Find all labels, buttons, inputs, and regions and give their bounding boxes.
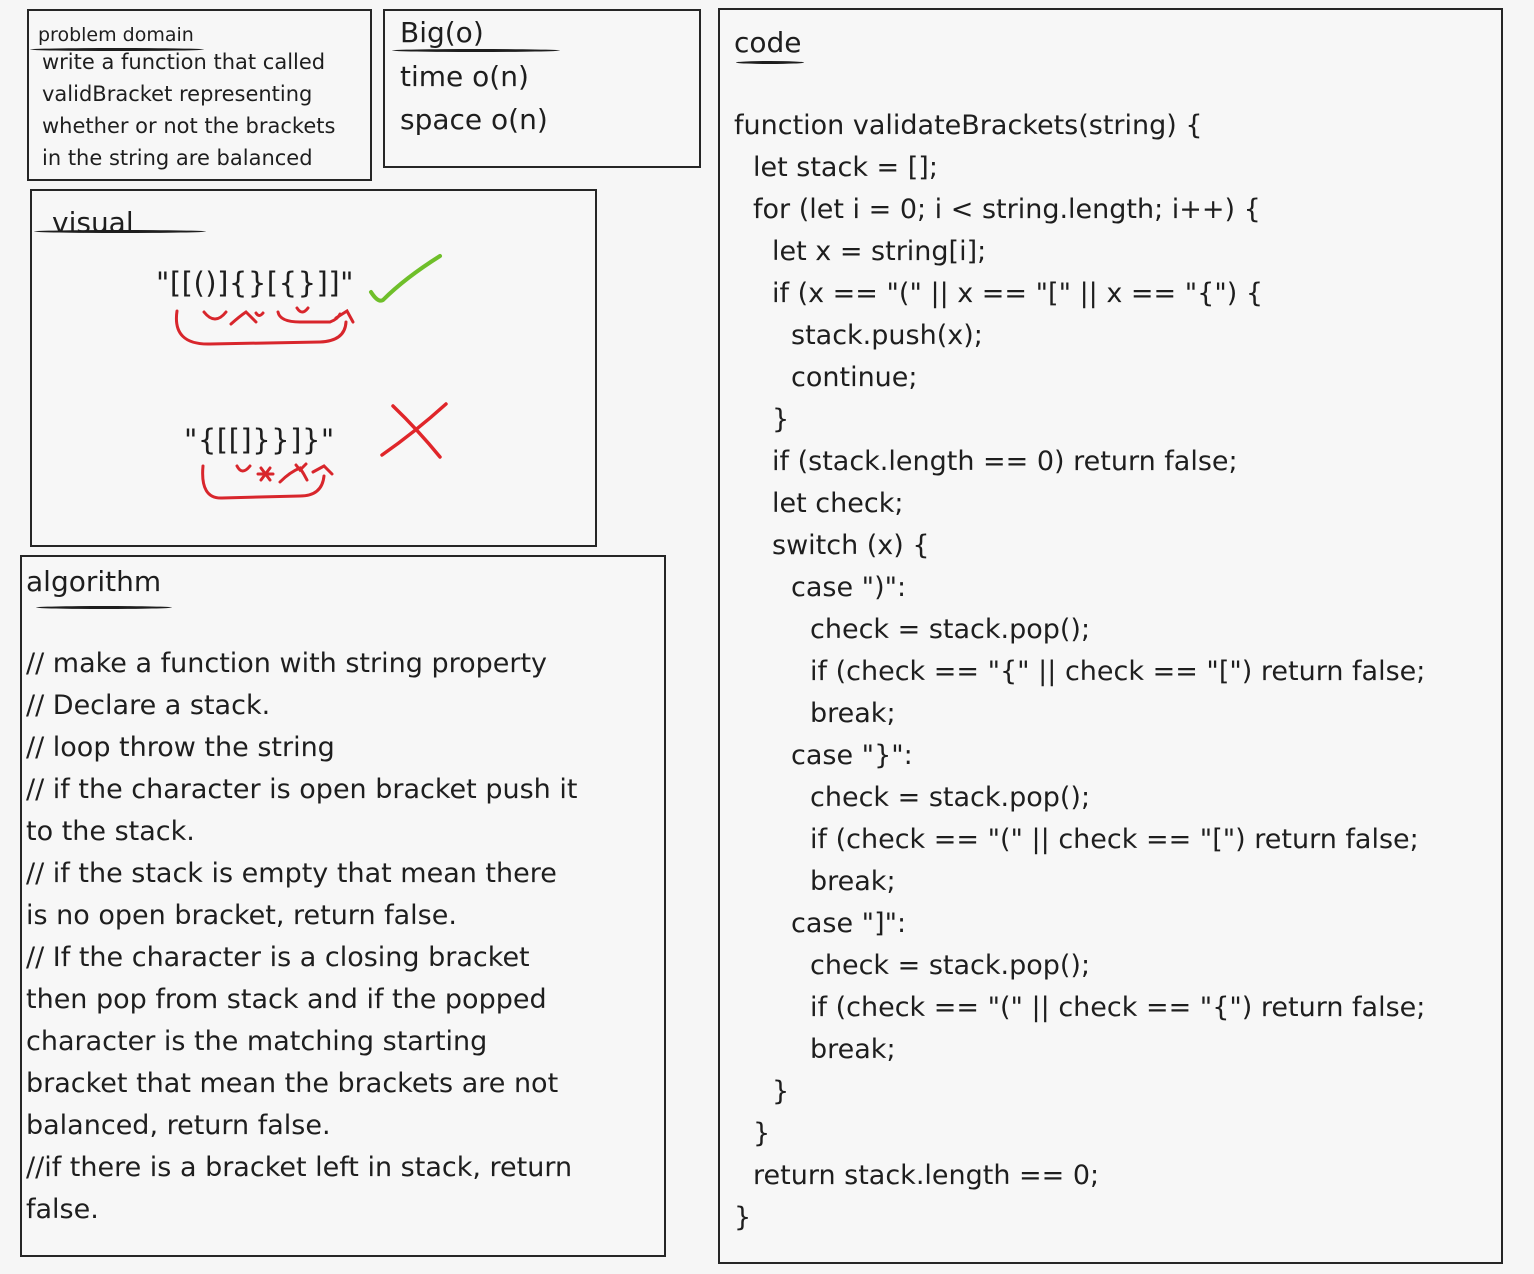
code-line: if (check == "{" || check == "[") return… bbox=[810, 656, 1426, 687]
algorithm-title: algorithm bbox=[26, 565, 162, 598]
big-o-title: Big(o) bbox=[400, 16, 484, 49]
code-line: } bbox=[772, 1076, 790, 1107]
algorithm-line: // make a function with string property bbox=[26, 648, 548, 679]
code-line: let check; bbox=[772, 488, 904, 519]
code-line: let x = string[i]; bbox=[772, 236, 987, 267]
algorithm-line: // if the stack is empty that mean there bbox=[26, 858, 557, 889]
code-line: break; bbox=[810, 698, 896, 729]
problem-domain-line: in the string are balanced bbox=[42, 146, 313, 170]
cross-mark-icon bbox=[380, 402, 448, 459]
big-o-panel bbox=[383, 9, 701, 168]
algorithm-panel bbox=[20, 555, 666, 1257]
code-line: if (check == "(" || check == "[") return… bbox=[810, 824, 1419, 855]
code-line: function validateBrackets(string) { bbox=[734, 110, 1203, 141]
code-line: if (check == "(" || check == "{") return… bbox=[810, 992, 1426, 1023]
code-line: stack.push(x); bbox=[791, 320, 983, 351]
code-line: return stack.length == 0; bbox=[753, 1160, 1100, 1191]
code-line: } bbox=[753, 1118, 771, 1149]
algorithm-line: // loop throw the string bbox=[26, 732, 335, 763]
problem-domain-title: problem domain bbox=[38, 24, 194, 46]
code-line: break; bbox=[810, 866, 896, 897]
code-line: if (stack.length == 0) return false; bbox=[772, 446, 1238, 477]
code-line: check = stack.pop(); bbox=[810, 782, 1091, 813]
algorithm-line: // if the character is open bracket push… bbox=[26, 774, 578, 805]
code-line: for (let i = 0; i < string.length; i++) … bbox=[753, 194, 1261, 225]
algorithm-line: then pop from stack and if the popped bbox=[26, 984, 547, 1015]
big-o-line: time o(n) bbox=[400, 60, 529, 93]
code-line: check = stack.pop(); bbox=[810, 614, 1091, 645]
code-line: check = stack.pop(); bbox=[810, 950, 1091, 981]
code-line: } bbox=[734, 1202, 752, 1233]
visual-underline bbox=[34, 230, 206, 233]
algorithm-line: balanced, return false. bbox=[26, 1110, 331, 1141]
code-panel bbox=[718, 8, 1503, 1264]
big-o-underline bbox=[392, 49, 560, 52]
valid-example-string: "[[()]{}[{}]]" bbox=[156, 266, 354, 300]
check-mark-icon bbox=[369, 254, 442, 303]
code-line: case "]": bbox=[791, 908, 907, 939]
code-line: case ")": bbox=[791, 572, 907, 603]
algorithm-line: false. bbox=[26, 1194, 99, 1225]
invalid-match-arrows bbox=[201, 462, 334, 500]
problem-domain-line: validBracket representing bbox=[42, 82, 313, 106]
code-line: continue; bbox=[791, 362, 918, 393]
code-line: let stack = []; bbox=[753, 152, 938, 183]
invalid-example-string: "{[[]}}]}" bbox=[184, 423, 335, 457]
algorithm-line: // Declare a stack. bbox=[26, 690, 271, 721]
code-line: break; bbox=[810, 1034, 896, 1065]
problem-domain-line: whether or not the brackets bbox=[42, 114, 336, 138]
problem-domain-underline bbox=[30, 48, 204, 51]
valid-match-arrows bbox=[174, 306, 355, 346]
big-o-line: space o(n) bbox=[400, 103, 548, 136]
algorithm-line: bracket that mean the brackets are not bbox=[26, 1068, 559, 1099]
code-underline bbox=[736, 61, 804, 64]
algorithm-line: character is the matching starting bbox=[26, 1026, 488, 1057]
algorithm-line: to the stack. bbox=[26, 816, 195, 847]
algorithm-underline bbox=[36, 606, 172, 609]
code-line: switch (x) { bbox=[772, 530, 930, 561]
code-line: case "}": bbox=[791, 740, 913, 771]
problem-domain-line: write a function that called bbox=[42, 50, 326, 74]
code-title: code bbox=[734, 26, 802, 59]
problem-domain-panel bbox=[27, 9, 372, 181]
code-line: if (x == "(" || x == "[" || x == "{") { bbox=[772, 278, 1264, 309]
visual-panel bbox=[30, 189, 597, 547]
algorithm-line: //if there is a bracket left in stack, r… bbox=[26, 1152, 573, 1183]
code-line: } bbox=[772, 404, 790, 435]
algorithm-line: // If the character is a closing bracket bbox=[26, 942, 530, 973]
visual-title: visual bbox=[52, 206, 134, 239]
algorithm-line: is no open bracket, return false. bbox=[26, 900, 457, 931]
